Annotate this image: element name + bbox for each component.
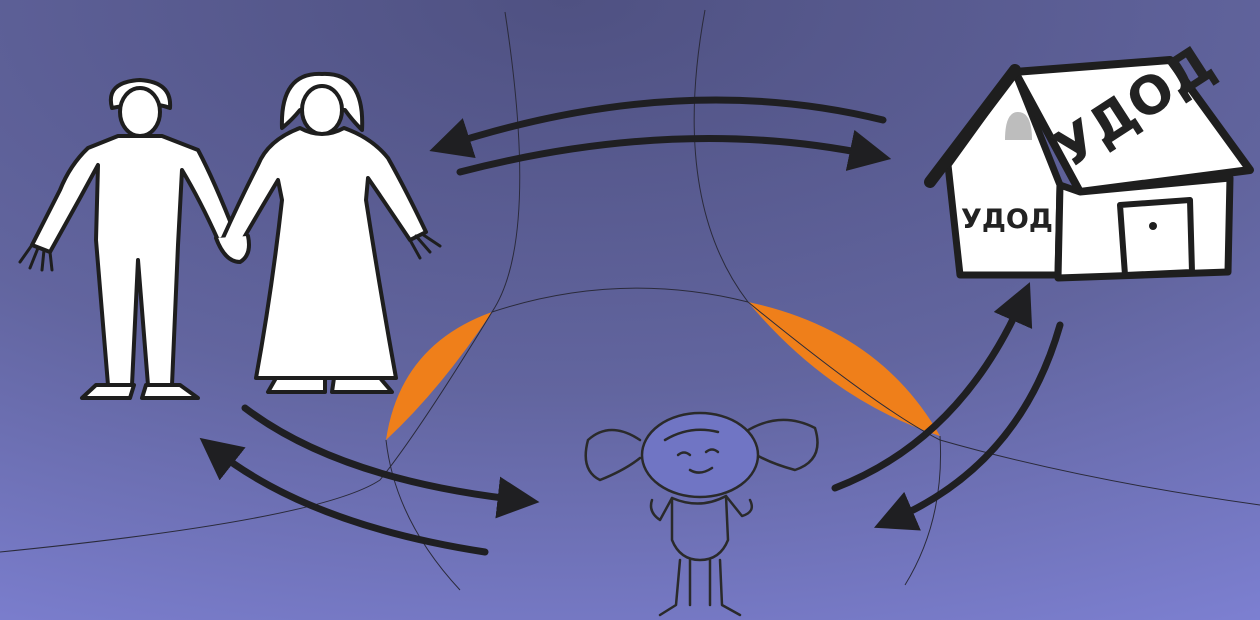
house-wall-label: УДОД (961, 204, 1053, 235)
